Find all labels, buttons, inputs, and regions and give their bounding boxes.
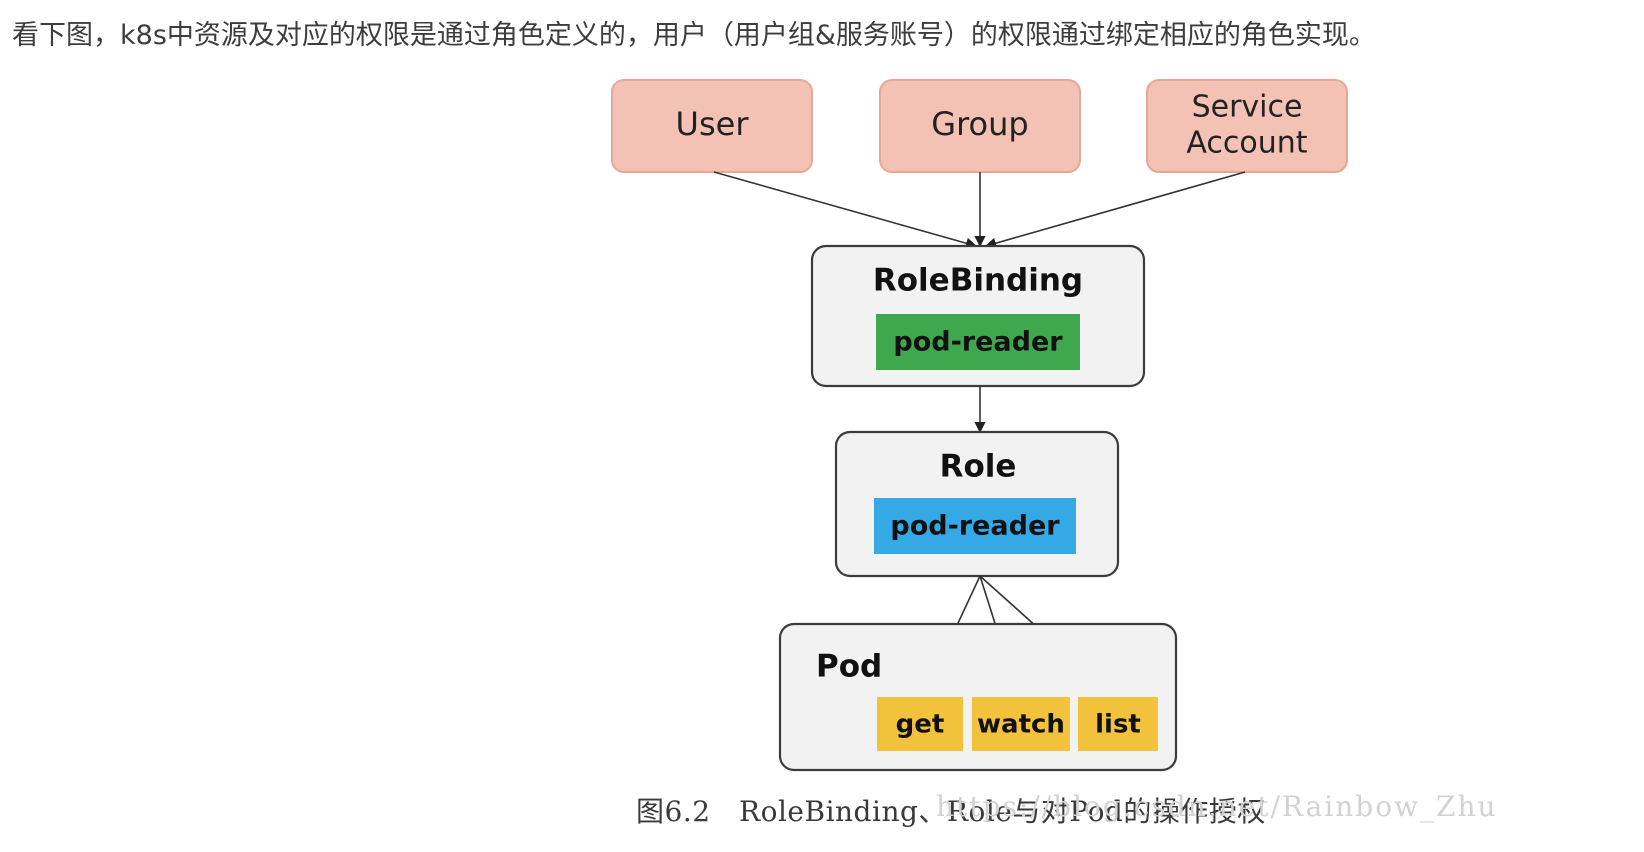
subject-user-label: User <box>676 105 750 143</box>
pod-title: Pod <box>816 649 882 685</box>
figure-caption-text: 图6.2 RoleBinding、Role与对Pod的操作授权 <box>636 795 1266 828</box>
role-title: Role <box>940 449 1017 485</box>
subject-group-label: Group <box>931 105 1028 143</box>
subject-user: User <box>611 79 813 173</box>
verb-get: get <box>896 710 945 740</box>
subject-group: Group <box>879 79 1081 173</box>
pod-box: Pod get watch list <box>778 622 1178 772</box>
arrow-service-to-rolebinding <box>984 171 1246 249</box>
rolebinding-title: RoleBinding <box>873 263 1083 299</box>
figure-caption: 图6.2 RoleBinding、Role与对Pod的操作授权 https://… <box>636 790 1496 830</box>
verb-list: list <box>1095 710 1141 740</box>
rolebinding-tag-label: pod-reader <box>893 327 1063 358</box>
subject-service-account: Service Account <box>1146 79 1348 173</box>
role-box: Role pod-reader <box>834 430 1120 578</box>
intro-paragraph: 看下图，k8s中资源及对应的权限是通过角色定义的，用户（用户组&服务账号）的权限… <box>12 20 1376 51</box>
watermark: https://blog.csdn.net/Rainbow_Zhu <box>936 790 1498 823</box>
subject-service-label-line2: Account <box>1186 126 1307 161</box>
verb-watch: watch <box>977 710 1065 740</box>
rolebinding-box: RoleBinding pod-reader <box>810 244 1146 388</box>
role-tag-label: pod-reader <box>890 511 1060 542</box>
arrow-user-to-rolebinding <box>713 171 978 249</box>
subject-service-label-line1: Service <box>1192 90 1303 125</box>
